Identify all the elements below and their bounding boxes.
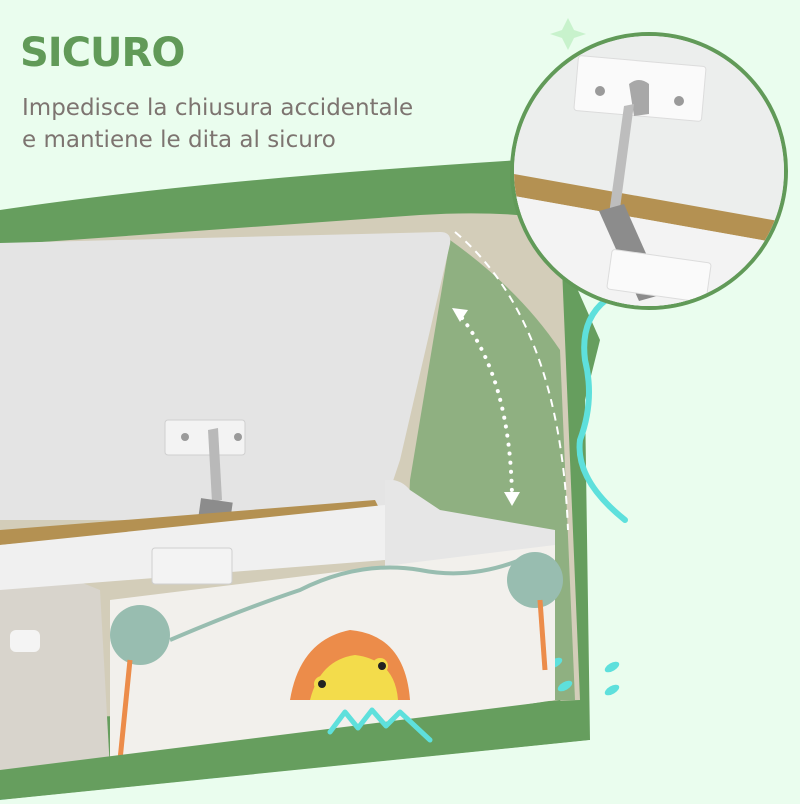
hinge-closeup-inset (510, 32, 788, 310)
arrow-up-icon (452, 308, 468, 322)
subtitle: Impedisce la chiusura accidentale e mant… (22, 92, 502, 156)
sparkle-icon (550, 18, 586, 50)
subtitle-line-2: e mantiene le dita al sicuro (22, 127, 336, 153)
chest-lid (0, 232, 451, 520)
subtitle-line-1: Impedisce la chiusura accidentale (22, 95, 414, 121)
arrow-down-icon (504, 492, 520, 506)
page-title: SICURO (20, 30, 185, 76)
hinge-closeup-image (514, 36, 784, 306)
